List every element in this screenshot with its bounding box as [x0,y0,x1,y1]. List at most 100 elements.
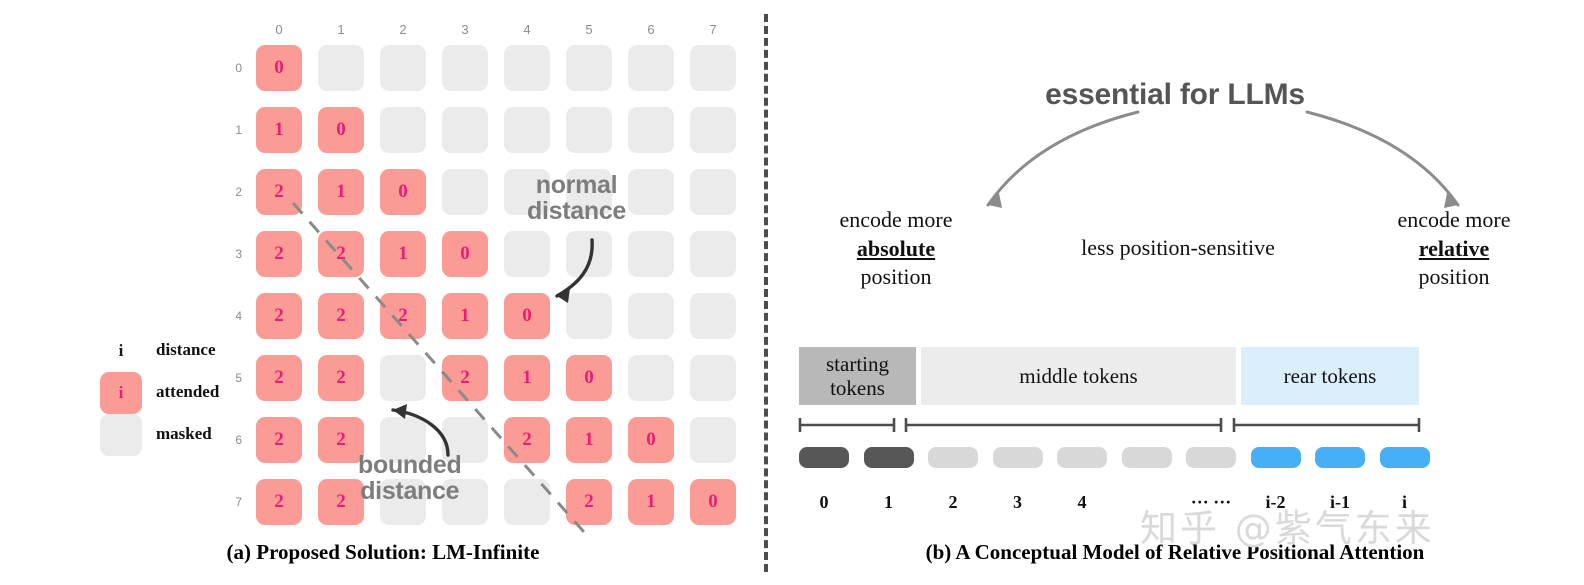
watermark: 知乎 @紫气东来 [1140,507,1435,550]
masked-cell-0-3 [442,45,488,91]
token-pill-7 [1250,447,1301,468]
token-index-label-2: 2 [948,492,958,512]
masked-cell-2-3 [442,169,488,215]
row-header-1: 1 [235,123,242,137]
token-pill-9 [1379,447,1430,468]
absolute-line1: encode more [839,207,953,232]
attended-cell-5-0: 2 [256,355,302,401]
masked-cell-4-6 [628,293,674,339]
attended-cell-2-1: 1 [318,169,364,215]
column-header-7: 7 [709,22,717,37]
token-pill-5 [1121,447,1172,468]
panel-divider [764,14,768,572]
attended-cell-5-5: 0 [566,355,612,401]
attended-cell-7-6: 1 [628,479,674,525]
segment-middle-label: middle tokens [1019,363,1138,388]
legend-item-attended: i attended [100,372,250,414]
relative-line3: position [1418,264,1490,290]
attended-cell-5-3: 2 [442,355,488,401]
masked-cell-5-6 [628,355,674,401]
masked-cell-1-3 [442,107,488,153]
attended-cell-6-5: 1 [566,417,612,463]
legend-label-attended: attended [156,382,220,401]
attended-cell-7-7: 0 [690,479,736,525]
legend-swatch-attended: i [100,372,142,414]
masked-cell-1-7 [690,107,736,153]
token-pill-2 [928,447,978,468]
column-header-2: 2 [399,22,407,37]
legend-swatch-masked [100,414,142,456]
attended-cell-4-2: 2 [380,293,426,339]
masked-cell-2-6 [628,169,674,215]
attended-cell-3-3: 0 [442,231,488,277]
column-absolute-position: encode more absolute position [786,206,1006,292]
column-header-0: 0 [275,22,283,37]
row-header-7: 7 [235,495,242,509]
token-pill-6 [1186,447,1236,468]
headline-essential-for-llms: essential for LLMs [1045,78,1305,111]
masked-cell-3-7 [690,231,736,277]
token-pill-0 [799,447,849,468]
attended-cell-2-0: 2 [256,169,302,215]
row-header-2: 2 [235,185,242,199]
token-index-label-1: 1 [884,492,893,512]
segment-middle-tokens: middle tokens [921,347,1236,405]
attended-cell-3-1: 2 [318,231,364,277]
legend-swatch-plain: i [118,341,124,360]
segment-starting-line2: tokens [830,376,885,400]
attended-cell-7-5: 2 [566,479,612,525]
masked-cell-5-7 [690,355,736,401]
legend-label-distance: distance [156,340,216,359]
column-header-5: 5 [585,22,593,37]
masked-cell-1-5 [566,107,612,153]
masked-cell-3-6 [628,231,674,277]
segment-rear-label: rear tokens [1283,363,1377,388]
bounded-distance-annotation: bounded distance [358,452,462,505]
attended-cell-3-0: 2 [256,231,302,277]
attended-cell-6-0: 2 [256,417,302,463]
attended-cell-3-2: 1 [380,231,426,277]
attended-cell-4-1: 2 [318,293,364,339]
relative-line1: encode more [1397,207,1511,232]
absolute-line3: position [860,264,932,290]
relative-emphasis: relative [1418,235,1490,261]
caption-panel-b: (b) A Conceptual Model of Relative Posit… [925,540,1425,564]
attended-cell-6-6: 0 [628,417,674,463]
panel-conceptual-model: essential for LLMs encode more absolute … [766,0,1584,585]
masked-cell-0-5 [566,45,612,91]
attended-cell-5-1: 2 [318,355,364,401]
token-pill-1 [863,447,914,468]
segment-starting-tokens: starting tokens [799,347,916,405]
column-less-position-sensitive: less position-sensitive [1028,234,1328,263]
token-index-label-6: i-2 [1265,492,1286,512]
legend-item-distance: i distance [100,330,250,372]
attended-cell-4-4: 0 [504,293,550,339]
masked-cell-1-4 [504,107,550,153]
middle-label: less position-sensitive [1081,235,1275,260]
token-index-label-7: i-1 [1330,492,1350,512]
masked-cell-4-7 [690,293,736,339]
token-pill-8 [1315,447,1365,468]
masked-cell-0-4 [504,45,550,91]
column-relative-position: encode more relative position [1344,206,1564,292]
segment-starting-line1: starting [826,351,889,376]
token-pill-4 [1057,447,1107,468]
masked-cell-0-6 [628,45,674,91]
attended-cell-2-2: 0 [380,169,426,215]
attended-cell-4-0: 2 [256,293,302,339]
column-header-3: 3 [461,22,469,37]
token-index-label-5: ··· ··· [1190,492,1232,512]
masked-cell-0-7 [690,45,736,91]
attended-cell-6-4: 2 [504,417,550,463]
legend-item-masked: masked [100,414,250,456]
masked-cell-1-6 [628,107,674,153]
masked-cell-3-4 [504,231,550,277]
attended-cell-7-0: 2 [256,479,302,525]
attended-cell-0-0: 0 [256,45,302,91]
normal-distance-annotation: normal distance [527,172,626,225]
masked-cell-5-2 [380,355,426,401]
masked-cell-4-5 [566,293,612,339]
segment-rear-tokens: rear tokens [1241,347,1419,405]
token-pill-3 [992,447,1043,468]
attended-cell-4-3: 1 [442,293,488,339]
